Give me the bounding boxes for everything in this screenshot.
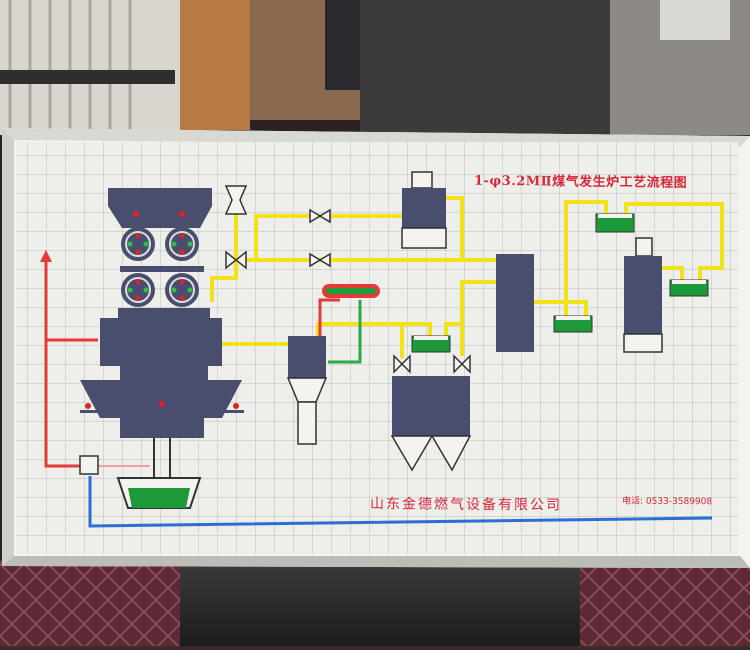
green-line bbox=[328, 300, 362, 364]
company-phone: 电话: 0533-3589908 bbox=[621, 496, 713, 508]
cyclone-separator bbox=[286, 336, 328, 445]
company-name: 山东金德燃气设备有限公司 bbox=[369, 496, 563, 514]
grate-rotors bbox=[121, 227, 199, 307]
valves bbox=[224, 185, 471, 374]
board-title: 1-φ3.2MⅡ煤气发生炉工艺流程图 bbox=[473, 173, 688, 191]
cooling-tower bbox=[623, 237, 663, 353]
washing-tower bbox=[496, 254, 534, 352]
waste-heat-tank bbox=[401, 171, 447, 249]
water-seal-tanks bbox=[411, 213, 709, 353]
gas-drum bbox=[322, 284, 380, 298]
tar-precipitator bbox=[390, 376, 472, 472]
gas-generator bbox=[80, 188, 244, 438]
water-line bbox=[88, 476, 713, 528]
ash-pit bbox=[79, 438, 202, 509]
air-line bbox=[40, 250, 340, 468]
